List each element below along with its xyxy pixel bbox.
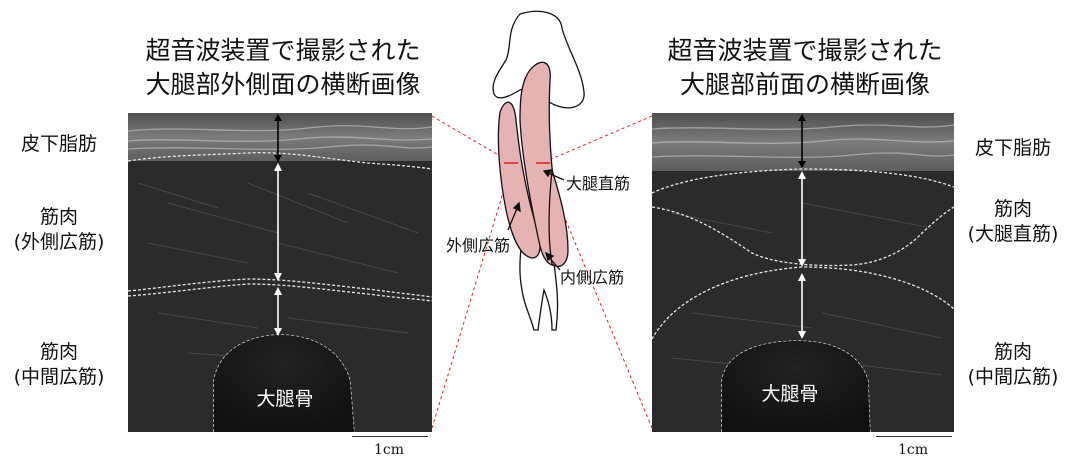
vastus-medialis-label: 内側広筋 xyxy=(560,264,624,288)
vastus-lateralis-label: 外側広筋 xyxy=(446,232,510,256)
rectus-femoris-label: 大腿直筋 xyxy=(566,170,630,194)
